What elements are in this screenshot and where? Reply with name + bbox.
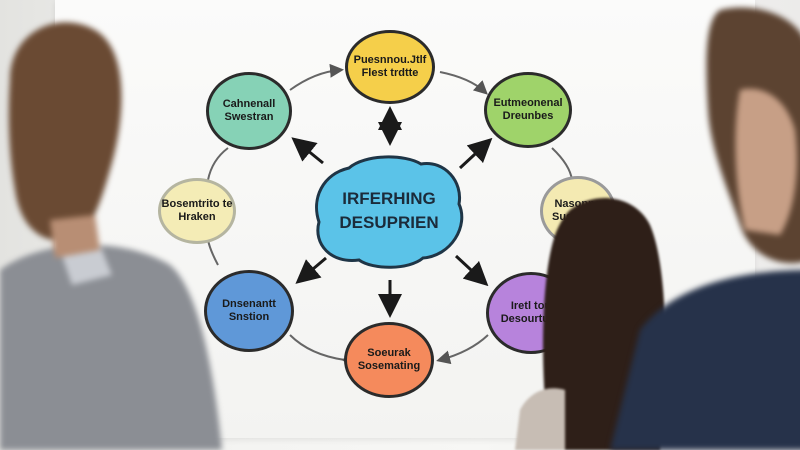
person-left-collar bbox=[60, 245, 112, 285]
center-cloud-outline bbox=[315, 155, 464, 269]
person-left-head bbox=[8, 22, 122, 241]
node-bottom-left-line1: Dnsenantt bbox=[222, 298, 276, 310]
person-right-silhouette bbox=[610, 7, 800, 450]
person-left-silhouette bbox=[0, 22, 222, 450]
person-right-face bbox=[735, 88, 797, 235]
person-left-jacket bbox=[0, 244, 222, 450]
node-top-line1: Puesnnou.Jtlf bbox=[353, 54, 427, 66]
node-bottom: Soeurak Sosemating bbox=[344, 322, 434, 398]
center-node: IRFERHING DESUPRIEN bbox=[313, 152, 465, 270]
node-left-line2: Hraken bbox=[178, 211, 216, 223]
center-title-line1: IRFERHING bbox=[342, 189, 436, 208]
node-bottom-line1: Soeurak bbox=[367, 347, 411, 359]
node-bottom-right-line1: Iretl tou bbox=[510, 300, 552, 312]
person-left-neck bbox=[50, 215, 100, 258]
node-bottom-left-line2: Snstion bbox=[228, 311, 270, 323]
node-bottom-line2: Sosemating bbox=[357, 360, 421, 372]
node-left-line1: Bosemtrito te bbox=[161, 198, 233, 210]
center-cloud-shape bbox=[315, 155, 464, 269]
node-top-line2: Flest trdtte bbox=[361, 67, 419, 79]
node-top-left-line1: Cahnenall bbox=[222, 98, 276, 110]
radial-arrows bbox=[291, 106, 493, 318]
node-bottom-left: Dnsenantt Snstion bbox=[204, 270, 294, 352]
person-right-jacket bbox=[610, 270, 800, 450]
node-top-right-line2: Dreunbes bbox=[502, 110, 554, 122]
node-top-right-line1: Eutmeonenal bbox=[493, 97, 563, 109]
node-top: Puesnnou.Jtlf Flest trdtte bbox=[345, 30, 435, 104]
person-middle-shoulder bbox=[515, 388, 565, 450]
node-top-left-line2: Swestran bbox=[224, 111, 274, 123]
node-top-right: Eutmeonenal Dreunbes bbox=[484, 72, 572, 148]
node-left: Bosemtrito te Hraken bbox=[158, 178, 236, 244]
center-title-line2: DESUPRIEN bbox=[339, 213, 439, 232]
node-top-left: Cahnenall Swestran bbox=[206, 72, 292, 150]
